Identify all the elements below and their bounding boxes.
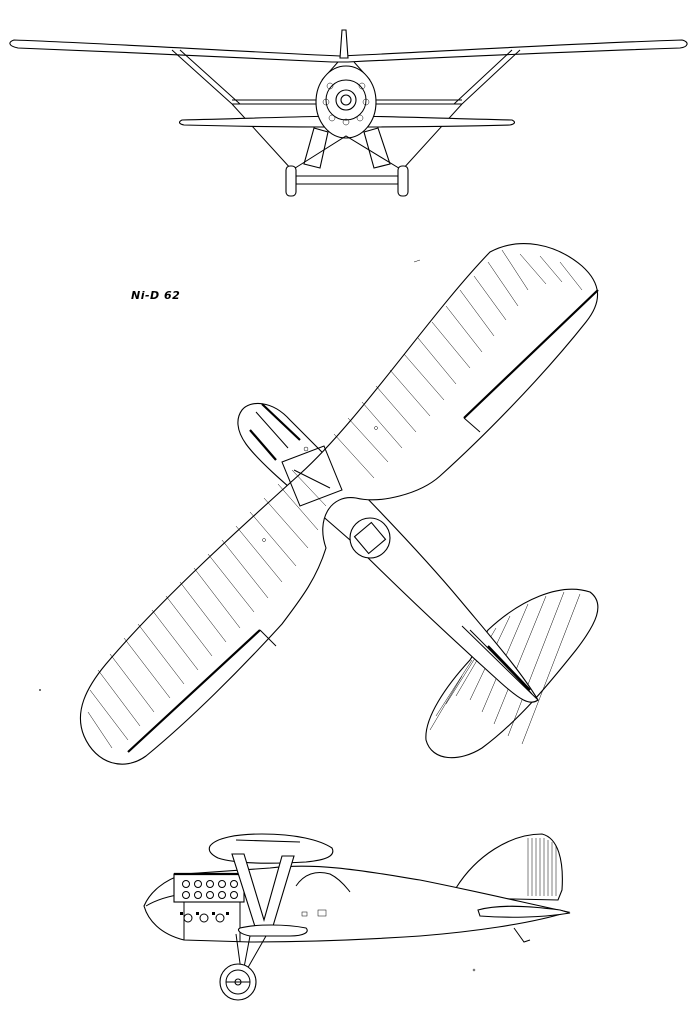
side-fin (455, 833, 563, 901)
drawing-title: Ni-D 62 (131, 289, 181, 302)
front-view (9, 29, 688, 197)
side-upper-wing (208, 833, 334, 864)
top-tailplane-ribs (429, 591, 581, 745)
front-axle (295, 175, 399, 185)
front-wheel-left (285, 165, 297, 197)
side-view (143, 833, 571, 1001)
top-cockpit (349, 517, 391, 559)
top-aileron-left (127, 629, 261, 753)
front-gear-left (303, 127, 329, 169)
side-tail-skid (513, 927, 531, 943)
front-struts (171, 49, 521, 171)
top-upper-wing (79, 243, 599, 765)
front-fin (339, 29, 349, 59)
side-lower-wing (237, 924, 308, 937)
top-view (79, 243, 599, 765)
front-upper-wing (9, 39, 688, 63)
side-engine-panel (173, 873, 245, 903)
top-aileron-right (463, 289, 599, 419)
front-gear-right (363, 127, 391, 169)
side-tailplane (477, 905, 571, 918)
front-wheel-right (397, 165, 409, 197)
top-wing-ribs (87, 249, 583, 749)
